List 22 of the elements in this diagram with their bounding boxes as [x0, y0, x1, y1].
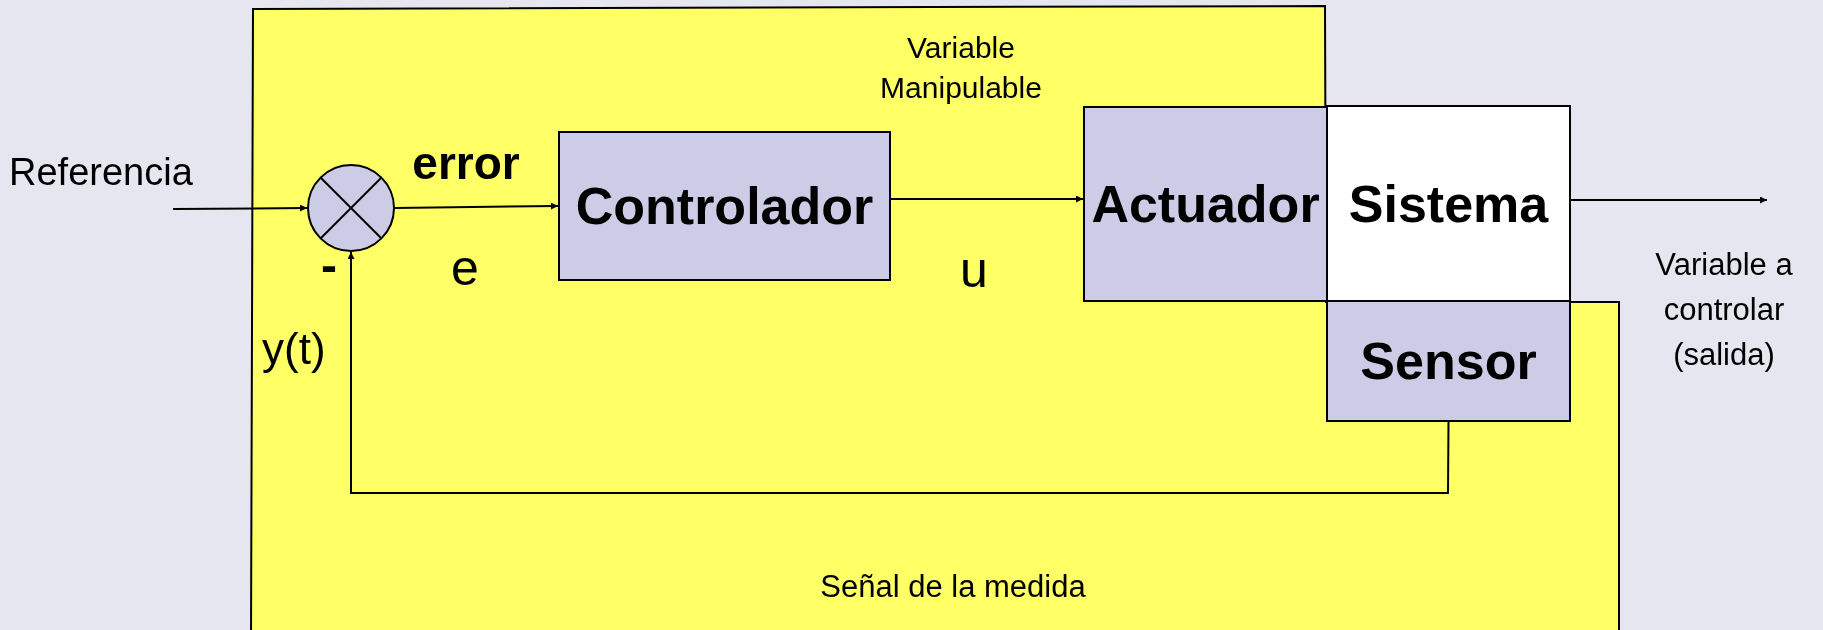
- arrow: [347, 251, 1450, 494]
- block-label: Sistema: [1348, 177, 1549, 230]
- signal-label: e: [451, 241, 479, 295]
- block-label: Actuador: [1091, 178, 1320, 230]
- arrow: [172, 204, 308, 212]
- signal-label: Referencia: [9, 150, 193, 194]
- block-box: [1326, 300, 1571, 422]
- block-box: [558, 131, 891, 281]
- signal-label: error: [412, 138, 520, 188]
- block-label: Sensor: [1360, 335, 1537, 387]
- signal-label: Señal de la medida: [820, 568, 1086, 606]
- block-box: [1083, 106, 1328, 302]
- block-label: Controlador: [575, 180, 874, 232]
- signal-label: Variable Manipulable: [879, 30, 1043, 106]
- arrow: [1570, 196, 1768, 204]
- signal-label: Variable a controlar (salida): [1654, 245, 1794, 374]
- signal-label: -: [321, 241, 337, 291]
- signal-label: y(t): [262, 324, 326, 374]
- arrow: [890, 195, 1084, 203]
- block-box: [1326, 105, 1571, 302]
- arrow: [394, 202, 559, 210]
- signal-label: u: [960, 243, 988, 297]
